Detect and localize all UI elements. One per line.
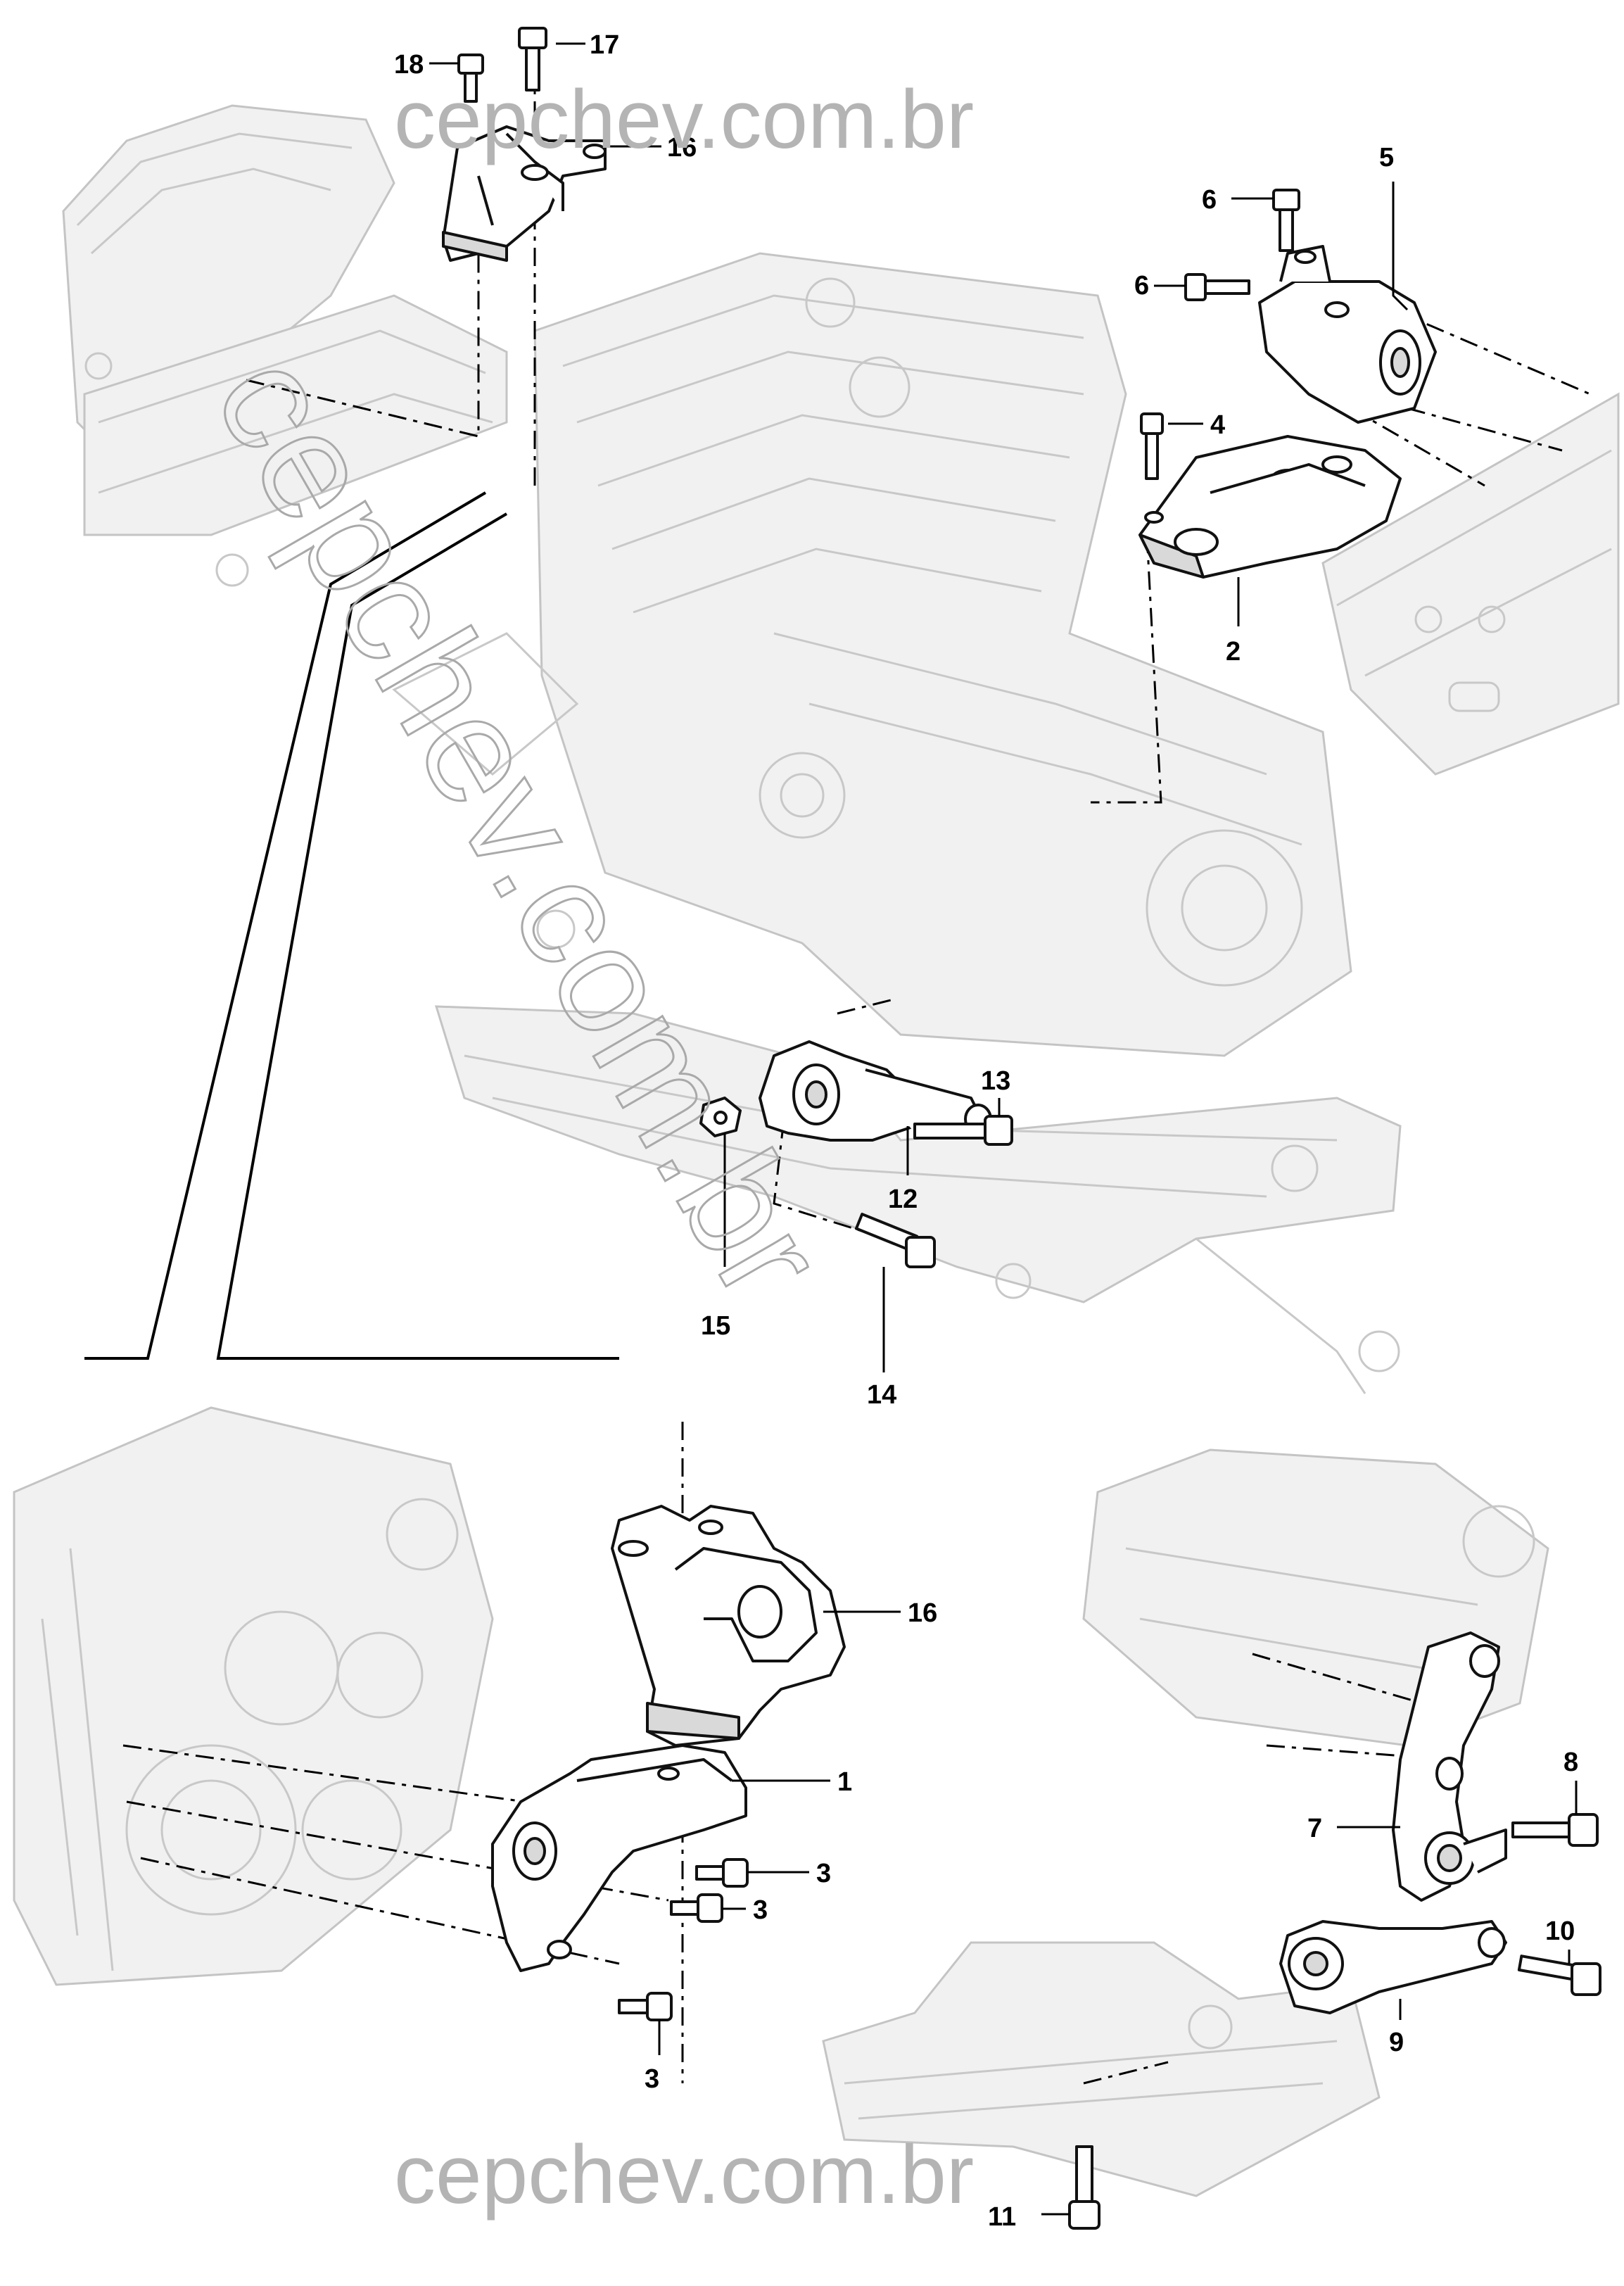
callout-3-middle: 3 (753, 1895, 768, 1925)
engine-block-ghost (392, 252, 1352, 1057)
bolt-4 (1140, 412, 1164, 480)
callout-15: 15 (701, 1311, 730, 1341)
callout-17: 17 (590, 30, 619, 60)
engine-front-ghost (13, 1406, 494, 1986)
part-1-engine-bracket (491, 1744, 747, 1972)
bolt-3-upper (695, 1858, 749, 1888)
callout-18: 18 (394, 50, 424, 80)
bolt-8 (1511, 1813, 1599, 1847)
bolt-3-middle (670, 1893, 723, 1923)
bolt-13 (913, 1115, 1013, 1146)
callout-8: 8 (1563, 1748, 1578, 1777)
part-16-upper-mount-small (442, 125, 607, 262)
part-2-bracket (1138, 435, 1402, 579)
callout-14: 14 (867, 1380, 896, 1410)
callout-6-side: 6 (1134, 271, 1149, 301)
part-9-lower-torque-rod (1279, 1920, 1507, 2014)
callout-4: 4 (1210, 410, 1225, 440)
part-7-torque-strut (1392, 1631, 1507, 1902)
callout-1: 1 (837, 1767, 852, 1797)
body-rail-right-ghost (1321, 392, 1620, 776)
watermark-top: cepchev.com.br (394, 73, 974, 166)
watermark-bottom: cepchev.com.br (394, 2128, 974, 2221)
bolt-3-lower (618, 1992, 673, 2021)
callout-13: 13 (981, 1066, 1010, 1096)
callout-10: 10 (1545, 1916, 1575, 1946)
callout-7: 7 (1307, 1814, 1322, 1843)
callout-5: 5 (1379, 143, 1394, 172)
bolt-10 (1517, 1955, 1601, 1996)
body-rail-left-ghost (62, 104, 508, 587)
part-5-upper-right-mount (1258, 245, 1437, 424)
callout-6-top: 6 (1202, 185, 1217, 215)
bolt-6-horizontal (1184, 273, 1250, 301)
leader-lines (429, 42, 1578, 2216)
callout-16-large: 16 (908, 1598, 937, 1628)
bolt-14 (854, 1213, 936, 1268)
inset-frame-lines (84, 491, 619, 1360)
bolt-17 (518, 27, 547, 91)
nut-15 (699, 1097, 742, 1137)
callout-3-lower: 3 (645, 2064, 659, 2094)
bolt-18 (457, 53, 484, 103)
callout-3-upper: 3 (816, 1859, 831, 1888)
callout-labels: 18 17 16 5 6 6 4 2 13 12 15 14 16 1 3 3 … (394, 30, 1578, 2232)
callout-9: 9 (1389, 2028, 1404, 2057)
bolt-6-vertical (1272, 189, 1300, 252)
callout-11: 11 (988, 2202, 1016, 2232)
part-16-upper-mount-large (611, 1505, 846, 1747)
callout-12: 12 (888, 1185, 918, 1214)
callout-2: 2 (1226, 637, 1241, 667)
callout-16-small: 16 (667, 133, 697, 163)
